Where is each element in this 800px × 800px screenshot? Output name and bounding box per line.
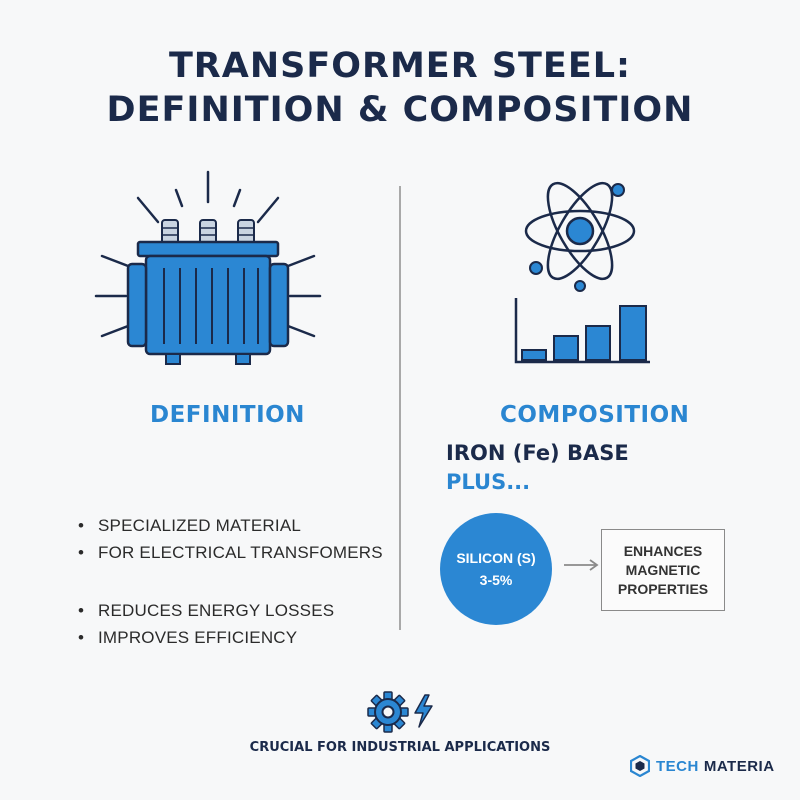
brand-logo: TECH MATERIA (630, 755, 775, 777)
section-divider (399, 186, 401, 630)
bullet-dot: • (78, 543, 85, 562)
hexagon-logo-icon (630, 755, 650, 777)
effect-box: ENHANCES MAGNETIC PROPERTIES (601, 529, 725, 611)
plus-label: PLUS... (446, 470, 531, 494)
list-item: • REDUCES ENERGY LOSSES (78, 601, 334, 621)
definition-bullet-2: FOR ELECTRICAL TRANSFOMERS (98, 543, 383, 562)
transformer-icon (94, 170, 322, 365)
brand-word-materia: MATERIA (703, 757, 775, 775)
silicon-range: 3-5% (479, 572, 513, 588)
composition-heading: COMPOSITION (500, 402, 690, 428)
silicon-label: SILICON (S) (456, 550, 536, 566)
bullet-dot: • (78, 628, 85, 647)
list-item: • IMPROVES EFFICIENCY (78, 628, 297, 648)
atom-icon (524, 181, 636, 292)
bullet-dot: • (78, 601, 85, 620)
page-title: TRANSFORMER STEEL: DEFINITION & COMPOSIT… (0, 44, 800, 132)
definition-bullet-3: REDUCES ENERGY LOSSES (98, 601, 335, 620)
list-item: • FOR ELECTRICAL TRANSFOMERS (78, 543, 383, 563)
lightning-icon (414, 694, 433, 728)
iron-base-label: IRON (Fe) BASE (446, 441, 629, 465)
bullet-dot: • (78, 516, 85, 535)
definition-bullet-4: IMPROVES EFFICIENCY (98, 628, 298, 647)
gear-icon (367, 691, 409, 733)
bar-chart-icon (514, 298, 650, 364)
title-line-2: DEFINITION & COMPOSITION (106, 90, 694, 130)
title-line-1: TRANSFORMER STEEL: (168, 46, 632, 86)
footer-text: CRUCIAL FOR INDUSTRIAL APPLICATIONS (249, 740, 551, 755)
list-item: • SPECIALIZED MATERIAL (78, 516, 301, 536)
definition-heading: DEFINITION (150, 402, 305, 428)
arrow-right-icon (564, 559, 599, 571)
definition-bullet-1: SPECIALIZED MATERIAL (98, 516, 302, 535)
effect-text: ENHANCES MAGNETIC PROPERTIES (617, 542, 709, 597)
silicon-badge: SILICON (S) 3-5% (440, 513, 552, 625)
brand-word-tech: TECH (656, 757, 699, 775)
